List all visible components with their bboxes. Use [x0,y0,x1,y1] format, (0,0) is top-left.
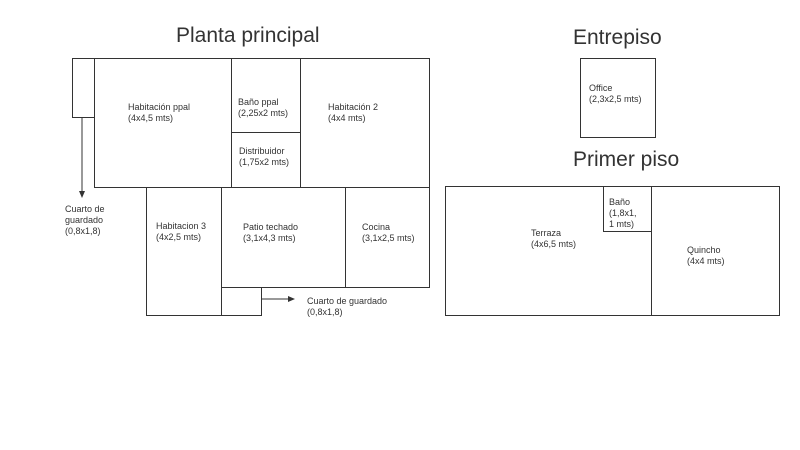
title-planta-principal: Planta principal [176,24,320,47]
arrow-cuarto-1 [79,118,85,198]
label-size: (2,25x2 mts) [238,108,289,118]
title-entrepiso: Entrepiso [573,26,662,49]
room-quincho [651,186,780,316]
room-office [580,58,656,138]
label-terraza: Terraza (4x6,5 mts) [531,228,576,250]
label-name: Office [589,83,613,93]
label-patio-techado: Patio techado (3,1x4,3 mts) [243,222,298,244]
label-size: (1,75x2 mts) [239,157,290,167]
label-name: Cocina [362,222,391,232]
label-name-line2: guardado [65,215,104,225]
label-size: (4x2,5 mts) [156,232,202,242]
label-name: Baño [609,197,631,207]
label-name: Habitacion 3 [156,221,207,231]
room-cuarto-guardado-2 [221,287,262,316]
room-patio-techado [221,187,346,288]
label-size: (0,8x1,8) [307,307,343,317]
arrow-cuarto-2 [262,296,295,302]
label-cuarto-guardado-2: Cuarto de guardado (0,8x1,8) [307,296,387,318]
room-cocina [345,187,430,288]
label-size: (0,8x1,8) [65,226,101,236]
label-cocina: Cocina (3,1x2,5 mts) [362,222,415,244]
label-bano-ppal: Baño ppal (2,25x2 mts) [238,97,288,119]
label-habitacion-ppal: Habitación ppal (4x4,5 mts) [128,102,190,124]
label-name: Habitación ppal [128,102,191,112]
label-name: Habitación 2 [328,102,379,112]
room-habitacion-2 [300,58,430,188]
label-size: (4x6,5 mts) [531,239,577,249]
label-name: Distribuidor [239,146,285,156]
label-size: (4x4,5 mts) [128,113,174,123]
label-name: Quincho [687,245,721,255]
label-name: Baño ppal [238,97,279,107]
label-office: Office (2,3x2,5 mts) [589,83,642,105]
label-habitacion-3: Habitacion 3 (4x2,5 mts) [156,221,206,243]
label-size-line2: 1 mts) [609,219,635,229]
label-name: Terraza [531,228,562,238]
label-habitacion-2: Habitación 2 (4x4 mts) [328,102,378,124]
label-name-line1: Cuarto de [65,204,105,214]
room-bano-ppal [231,58,301,133]
room-bano [603,186,652,232]
label-quincho: Quincho (4x4 mts) [687,245,725,267]
label-size: (3,1x4,3 mts) [243,233,296,243]
label-cuarto-guardado-1: Cuarto de guardado (0,8x1,8) [65,204,105,237]
label-size: (2,3x2,5 mts) [589,94,642,104]
label-size: (4x4 mts) [328,113,366,123]
label-name: Patio techado [243,222,299,232]
label-name: Cuarto de guardado [307,296,388,306]
label-size: (3,1x2,5 mts) [362,233,415,243]
label-size-line1: (1,8x1, [609,208,637,218]
label-distribuidor: Distribuidor (1,75x2 mts) [239,146,289,168]
room-habitacion-ppal [94,58,232,188]
label-size: (4x4 mts) [687,256,725,266]
title-primer-piso: Primer piso [573,148,680,171]
label-bano: Baño (1,8x1, 1 mts) [609,197,637,230]
